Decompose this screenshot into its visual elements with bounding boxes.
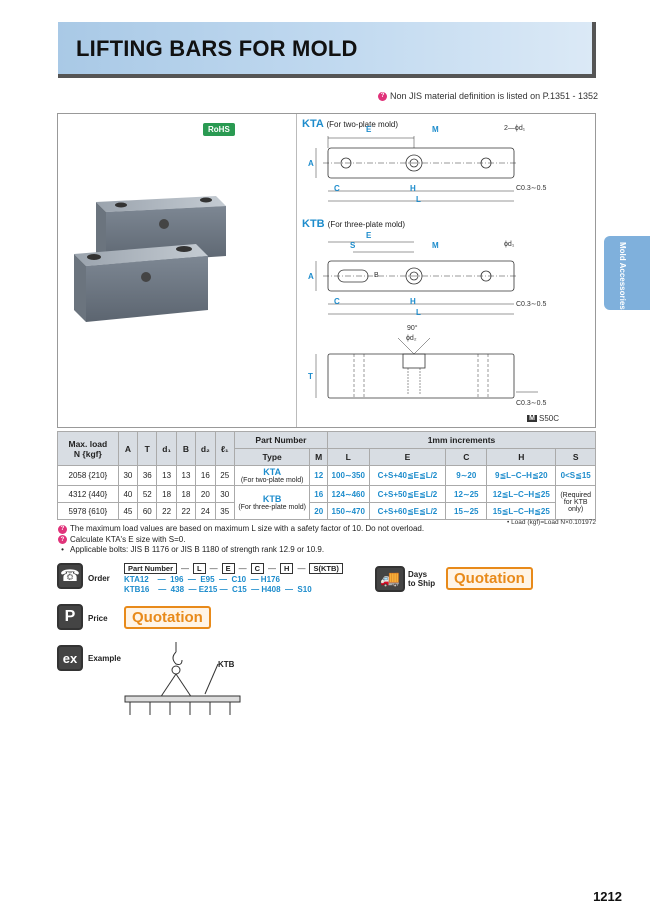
th-part-number: Part Number bbox=[233, 431, 328, 449]
load-note: • Load (kgf)=Load N×0.101972 bbox=[506, 519, 596, 526]
example-callout: KTB bbox=[218, 660, 235, 669]
th-l: L bbox=[326, 448, 370, 466]
rohs-badge: RoHS bbox=[203, 123, 235, 136]
type-kta-cell: KTA(For two-plate mold) bbox=[233, 465, 311, 486]
material-text: S50C bbox=[538, 414, 559, 423]
th-b: B bbox=[175, 431, 197, 466]
info-icon: ? bbox=[378, 91, 388, 101]
phone-icon: ☎ bbox=[57, 563, 83, 589]
order-box: Part Number— L— E— C— H— S(KTB) KTA12 — … bbox=[124, 563, 343, 594]
dim-l-ktb: L bbox=[416, 308, 421, 317]
material-icon: M bbox=[527, 415, 537, 422]
dim-chamfer-side: C0.3∼0.5 bbox=[516, 400, 547, 407]
info-icon: ? bbox=[58, 535, 67, 545]
example-illustration bbox=[124, 642, 241, 715]
dim-2d1-kta: 2—ϕd₁ bbox=[504, 125, 526, 132]
note-item: ?Calculate KTA's E size with S=0. bbox=[58, 535, 424, 546]
note-item: ?The maximum load values are based on ma… bbox=[58, 524, 424, 535]
th-h: H bbox=[486, 448, 557, 466]
dim-s-ktb: S bbox=[350, 241, 356, 250]
order-example-ktb: KTB16 — 438 — E215 — C15 — H408 — S10 bbox=[124, 585, 312, 594]
note-item: •Applicable bolts: JIS B 1176 or JIS B 1… bbox=[61, 545, 325, 554]
order-example-kta: KTA12 — 196 — E95 — C10 — H176 bbox=[124, 575, 280, 584]
page-title: LIFTING BARS FOR MOLD bbox=[76, 36, 358, 61]
figure-divider bbox=[296, 114, 297, 427]
th-d1: d₁ bbox=[156, 431, 177, 466]
dim-chamfer-kta: C0.3∼0.5 bbox=[516, 185, 547, 192]
top-note-text: Non JIS material definition is listed on… bbox=[390, 91, 598, 101]
dim-l-kta: L bbox=[416, 195, 421, 204]
type-ktb-cell: KTB(For three-plate mold) bbox=[233, 485, 311, 520]
table-row: 5978 {610} 45 60 22 22 24 35 20 150∼470 … bbox=[57, 502, 596, 520]
dim-e-ktb: E bbox=[366, 231, 372, 240]
dim-angle: 90° bbox=[407, 325, 418, 332]
dim-b-ktb: B bbox=[374, 272, 379, 279]
dim-d2-side: ϕd₂ bbox=[406, 335, 417, 342]
kta-desc: (For two-plate mold) bbox=[326, 120, 399, 129]
dim-a-ktb: A bbox=[308, 272, 314, 281]
kta-code: KTA bbox=[302, 118, 324, 130]
notes: ?The maximum load values are based on ma… bbox=[58, 524, 424, 556]
days-to-ship-quotation[interactable]: Quotation bbox=[446, 567, 533, 590]
info-icon: ? bbox=[58, 524, 67, 534]
ktb-desc: (For three-plate mold) bbox=[327, 220, 406, 229]
dim-m-kta: M bbox=[432, 125, 439, 134]
dim-m-ktb: M bbox=[432, 241, 439, 250]
dim-t-side: T bbox=[308, 372, 313, 381]
table-row: 4312 {440} 40 52 18 18 20 30 KTB(For thr… bbox=[57, 485, 596, 520]
page-number: 1212 bbox=[593, 889, 622, 904]
technical-drawing bbox=[315, 136, 538, 399]
s-note-cell: (Required for KTB only) bbox=[555, 485, 596, 520]
ktb-code: KTB bbox=[302, 218, 325, 230]
material-mark: M S50C bbox=[527, 414, 559, 423]
kta-label: KTA (For two-plate mold) bbox=[302, 118, 398, 130]
s-range-cell: 0<S≦15 bbox=[555, 465, 596, 486]
dim-d1-ktb: ϕd₁ bbox=[504, 241, 515, 248]
side-tab-label: Mold Accessories bbox=[618, 242, 627, 310]
dim-h-kta: H bbox=[410, 184, 416, 193]
dim-c-kta: C bbox=[334, 184, 340, 193]
title-bar: LIFTING BARS FOR MOLD bbox=[58, 22, 596, 78]
dim-e-kta: E bbox=[366, 125, 372, 134]
th-l1: ℓ₁ bbox=[214, 431, 235, 466]
order-label: Order bbox=[88, 574, 110, 583]
truck-icon: 🚚 bbox=[375, 566, 405, 592]
dim-a-kta: A bbox=[308, 159, 314, 168]
price-quotation[interactable]: Quotation bbox=[124, 606, 211, 629]
table-row: 2058 {210} 30 36 13 13 16 25 KTA(For two… bbox=[57, 465, 596, 486]
example-icon: ex bbox=[57, 645, 83, 671]
th-s: S bbox=[555, 448, 596, 466]
product-photo bbox=[74, 196, 226, 322]
th-increments: 1mm increments bbox=[326, 431, 597, 449]
price-icon: P bbox=[57, 604, 83, 630]
dim-c-ktb: C bbox=[334, 297, 340, 306]
th-d2: d₂ bbox=[195, 431, 216, 466]
dim-chamfer-ktb: C0.3∼0.5 bbox=[516, 301, 547, 308]
ktb-label: KTB (For three-plate mold) bbox=[302, 218, 405, 230]
top-note: ? Non JIS material definition is listed … bbox=[378, 91, 598, 101]
th-e: E bbox=[368, 448, 447, 466]
side-tab[interactable]: Mold Accessories bbox=[604, 236, 650, 310]
price-label: Price bbox=[88, 614, 108, 623]
th-t: T bbox=[137, 431, 158, 466]
dim-h-ktb: H bbox=[410, 297, 416, 306]
th-a: A bbox=[117, 431, 139, 466]
th-c: C bbox=[445, 448, 488, 466]
order-header: Part Number— L— E— C— H— S(KTB) bbox=[124, 563, 343, 574]
th-type: Type bbox=[233, 448, 311, 466]
th-m: M bbox=[309, 448, 328, 466]
example-label: Example bbox=[88, 654, 121, 663]
figure-box: RoHS KTA (For two-plate mold) KTB (For t… bbox=[57, 113, 596, 428]
